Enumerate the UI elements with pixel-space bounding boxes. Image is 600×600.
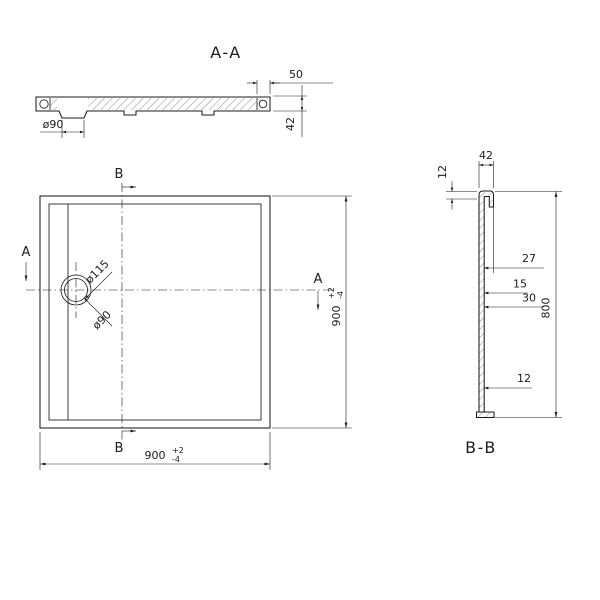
profile-hatch [489,196,494,207]
profile-bottom-edge [35,110,271,119]
dimension-offset-mid-large: 30 [484,292,544,309]
dimension-lip-height: 12 [436,165,477,210]
extension-lines [495,191,562,418]
rim-curl-left [39,99,49,109]
dim-plan-width-tol-minus: -4 [172,455,180,464]
tray-foot-bb [475,411,495,419]
extension-lines [446,191,477,200]
dim-drain-outer-115: ø115 [83,257,112,286]
section-bb-title: B-B [465,438,497,457]
profile-outline [478,190,495,413]
profile-hatch [479,196,485,412]
dim-tray-height-42: 42 [284,117,297,131]
leader-drain-inner [83,297,113,327]
dim-bottom-offset-12: 12 [517,372,531,385]
tray-outline-plan [39,195,271,429]
dim-offset-30: 30 [522,292,536,305]
dimension-tray-height: 42 [273,85,307,137]
dim-plan-height-900: 900 [330,306,343,327]
dimension-plan-width: 900 +2 -4 [39,432,271,470]
dim-offset-27: 27 [522,252,536,265]
tray-profile-bb [475,190,495,419]
dimension-offset-lower: 12 [484,372,532,390]
section-label-a-left: A [22,245,31,260]
dimension-offset-mid-small: 15 [484,278,528,295]
section-label-a-right: A [314,272,323,287]
extension-lines [256,80,271,94]
leader-drain-outer [84,271,113,300]
extension-lines [61,120,85,138]
profile-rim-edges [49,98,258,110]
rim-curl-right [258,99,268,109]
section-aa-title: A-A [210,43,241,62]
tray-profile-aa [35,96,271,119]
section-label-b-bottom: B [115,441,124,456]
profile-hatch [476,412,494,418]
dim-plan-height-tol-minus: -4 [336,291,345,299]
dim-rim-width-50: 50 [289,68,303,81]
profile-hatch [479,192,494,197]
dim-lip-height-12: 12 [436,165,449,179]
dimension-plan-height: 900 +2 -4 [272,195,352,429]
dim-drain-diameter-90: ø90 [43,118,64,131]
profile-end-caps [35,96,271,112]
dim-section-height-800: 800 [540,298,553,319]
dimension-flange-width: 42 [478,149,494,188]
section-aa-view: A-A 50 ø90 42 [35,43,333,138]
plan-view: A A B B ø115 ø90 900 +2 -4 900 +2 [22,167,352,470]
profile-hatch [50,98,57,110]
tray-rim-plan [48,203,262,421]
dim-offset-15: 15 [513,278,527,291]
dim-plan-width-tol-plus: +2 [172,446,184,455]
dimension-drain-diameter: ø90 [40,118,85,138]
dim-drain-inner-90: ø90 [90,308,114,332]
section-label-b-top: B [115,167,124,182]
dimension-rim-width: 50 [247,68,333,94]
profile-hatch [88,98,256,110]
section-bb-view: 42 12 27 15 30 12 800 [436,149,562,457]
dim-plan-width-900: 900 [145,449,166,462]
dim-plan-height-tol-plus: +2 [327,287,336,299]
dim-flange-width-42: 42 [479,149,493,162]
drain-labels: ø115 ø90 [83,257,114,332]
extension-lines [272,195,352,429]
dimension-offset-upper: 27 [484,252,544,273]
dimension-section-height: 800 [495,191,562,418]
